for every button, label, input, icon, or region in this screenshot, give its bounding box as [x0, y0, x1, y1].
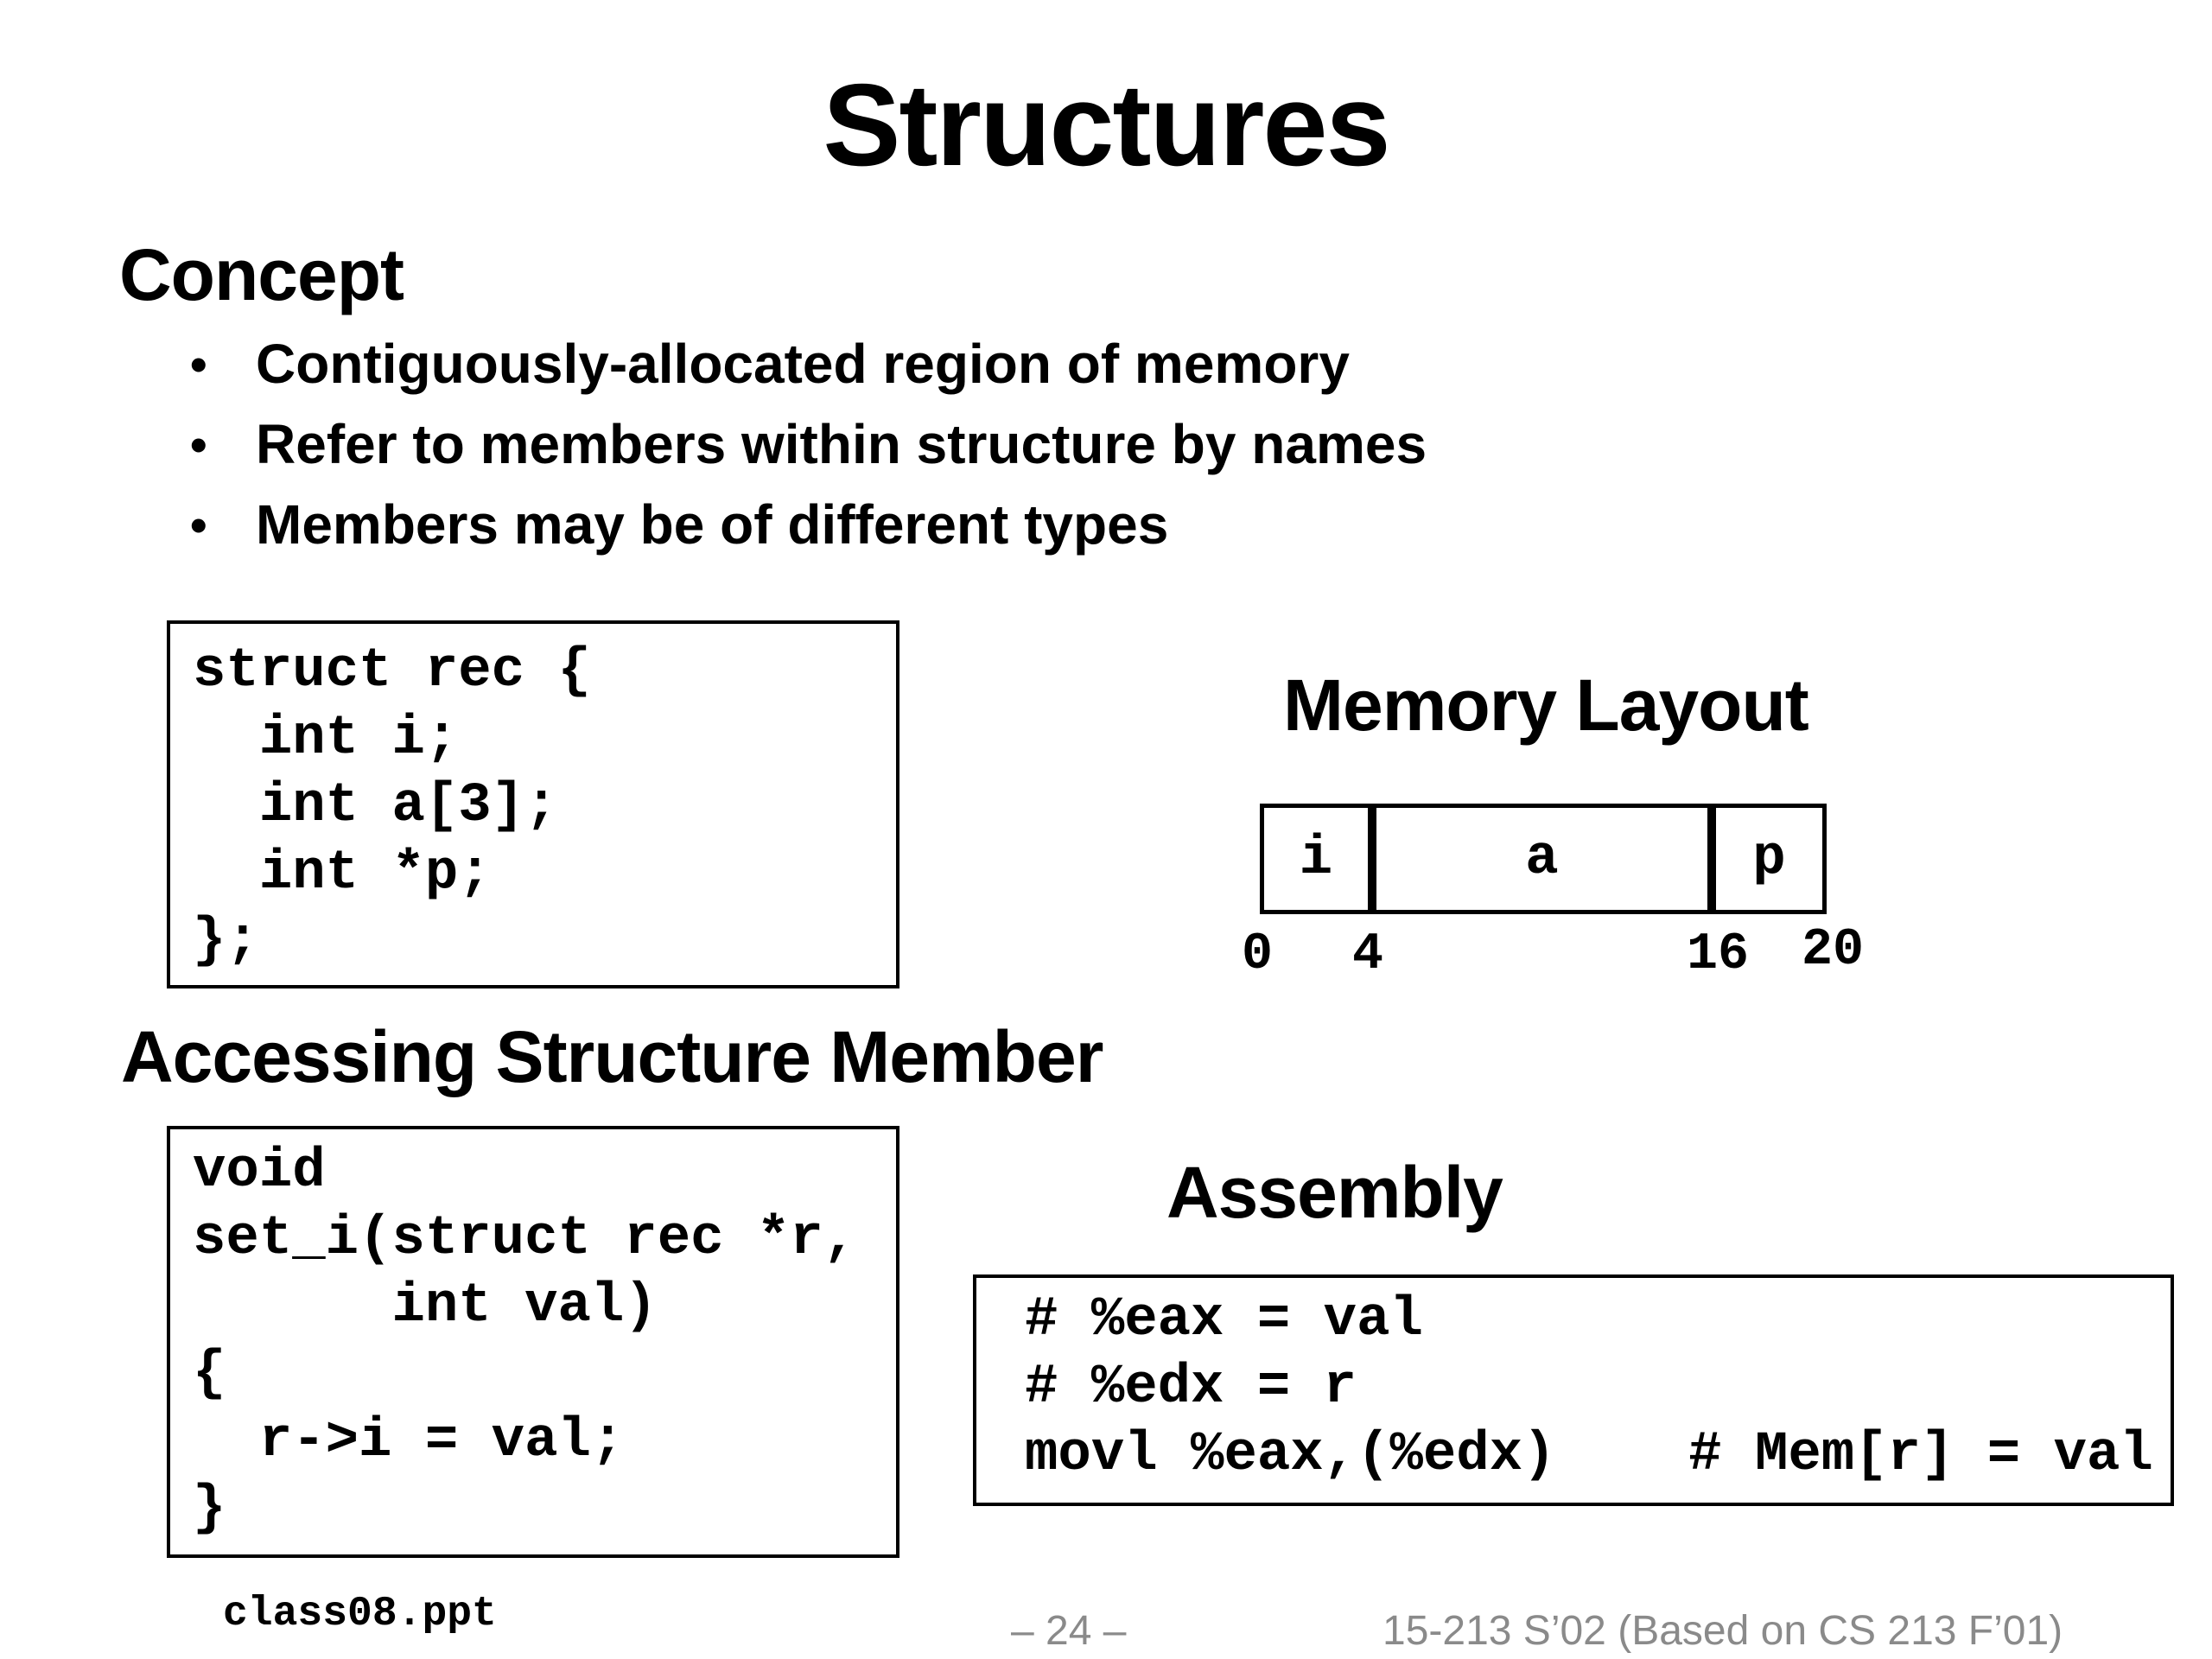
bullet-text: Contiguously-allocated region of memory	[256, 333, 1350, 395]
assembly-heading: Assembly	[1166, 1152, 1503, 1233]
offset-label: 0	[1242, 925, 1274, 984]
accessing-heading: Accessing Structure Member	[121, 1016, 1103, 1097]
bullet-item: • Refer to members within structure by n…	[190, 404, 1427, 485]
bullet-dot-icon: •	[190, 417, 207, 472]
concept-bullet-list: • Contiguously-allocated region of memor…	[190, 324, 1427, 565]
accessing-code-box: void set_i(struct rec *r, int val) { r->…	[167, 1126, 899, 1558]
bullet-text: Members may be of different types	[256, 493, 1169, 556]
footer-filename: class08.ppt	[223, 1591, 497, 1637]
struct-definition-box: struct rec { int i; int a[3]; int *p; };	[167, 620, 899, 988]
footer-page-number: – 24 –	[1011, 1608, 1127, 1654]
memory-cell-a: a	[1372, 804, 1712, 914]
bullet-item: • Members may be of different types	[190, 485, 1427, 565]
memory-cell-label: i	[1299, 828, 1333, 890]
bullet-dot-icon: •	[190, 498, 207, 552]
accessing-code: void set_i(struct rec *r, int val) { r->…	[193, 1141, 857, 1540]
memory-layout-diagram: i a p	[1260, 804, 1827, 914]
bullet-dot-icon: •	[190, 337, 207, 391]
slide-title: Structures	[823, 60, 1390, 190]
footer-course: 15-213 S’02 (Based on CS 213 F’01)	[1382, 1608, 2063, 1654]
bullet-item: • Contiguously-allocated region of memor…	[190, 324, 1427, 404]
assembly-code: # %eax = val # %edx = r movl %eax,(%edx)…	[1025, 1289, 2153, 1486]
struct-definition-code: struct rec { int i; int a[3]; int *p; };	[193, 640, 591, 972]
bullet-text: Refer to members within structure by nam…	[256, 413, 1427, 475]
offset-label: 4	[1352, 925, 1384, 984]
offset-label: 20	[1802, 921, 1865, 980]
memory-cell-i: i	[1260, 804, 1372, 914]
assembly-code-box: # %eax = val # %edx = r movl %eax,(%edx)…	[973, 1274, 2174, 1506]
concept-heading: Concept	[119, 234, 404, 315]
memory-cell-label: p	[1752, 828, 1786, 890]
memory-cell-label: a	[1525, 828, 1559, 890]
offset-label: 16	[1687, 925, 1750, 984]
memory-layout-heading: Memory Layout	[1283, 664, 1809, 746]
memory-cell-p: p	[1712, 804, 1827, 914]
